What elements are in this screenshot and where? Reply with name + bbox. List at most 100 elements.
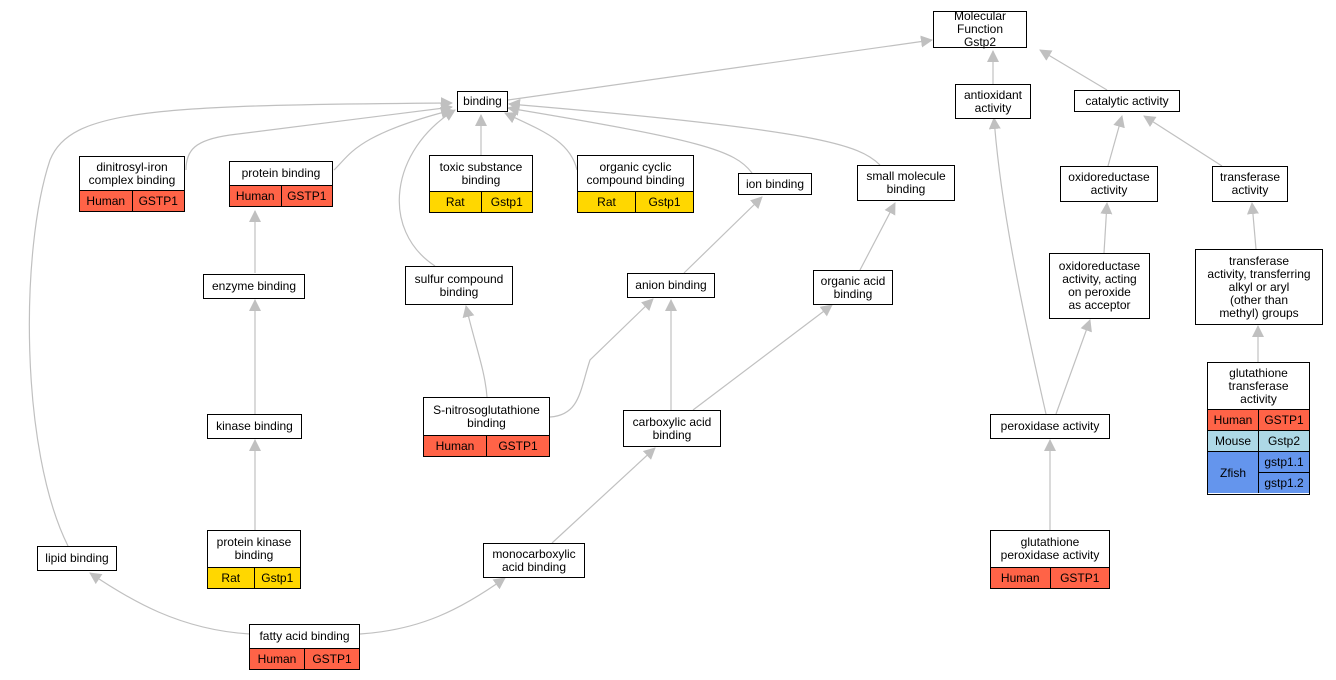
gene-table: Human GSTP1 <box>230 185 332 206</box>
edge-fatty-monocarboxylic <box>359 577 506 635</box>
node-label: transferase activity <box>1219 170 1281 197</box>
gene-cell[interactable]: GSTP1 <box>1049 567 1109 588</box>
node-label: glutathione transferase activity <box>1228 365 1289 406</box>
edge-peroxidase-antioxidant <box>988 117 1047 415</box>
edge-ion-binding <box>507 103 753 174</box>
node-label: carboxylic acid binding <box>632 414 712 442</box>
gene-table: Human GSTP1 <box>991 567 1109 588</box>
gene-cell[interactable]: Gstp1 <box>480 191 532 212</box>
node-label: ion binding <box>745 176 805 191</box>
node-oxidoreductase-activity[interactable]: oxidoreductase activity <box>1060 166 1158 202</box>
edge-peroxidase-oxido-peroxide <box>1055 319 1092 415</box>
node-label: anion binding <box>635 278 707 292</box>
edge-lipid-binding <box>28 97 453 547</box>
gene-cell[interactable]: GSTP1 <box>486 435 549 456</box>
node-toxic-substance-binding[interactable]: toxic substance binding Rat Gstp1 <box>429 155 533 213</box>
node-label: protein binding <box>241 166 321 180</box>
node-label: transferase activity, transferring alkyl… <box>1207 253 1311 320</box>
gene-table: Rat Gstp1 <box>578 191 693 212</box>
edge-anion-ion <box>683 196 763 274</box>
node-sulfur-compound-binding[interactable]: sulfur compound binding <box>405 266 513 305</box>
node-lipid-binding[interactable]: lipid binding <box>37 546 117 571</box>
edge-dinitrosyl-binding <box>185 102 453 171</box>
node-label: kinase binding <box>216 419 293 433</box>
node-label: catalytic activity <box>1085 93 1169 108</box>
edge-fatty-lipid <box>89 572 251 635</box>
edge-protein-binding-binding <box>333 106 453 171</box>
node-label: protein kinase binding <box>216 535 292 562</box>
gene-table: Rat Gstp1 <box>208 567 300 588</box>
node-label: oxidoreductase activity <box>1068 170 1150 197</box>
edge-organic-acid-small-molecule <box>859 202 896 271</box>
node-transferase-aryl[interactable]: transferase activity, transferring alkyl… <box>1195 249 1323 325</box>
gene-cell[interactable]: GSTP1 <box>280 185 332 206</box>
node-label: dinitrosyl-iron complex binding <box>88 159 176 187</box>
node-protein-binding[interactable]: protein binding Human GSTP1 <box>229 161 333 207</box>
node-oxidoreductase-peroxide[interactable]: oxidoreductase activity, acting on perox… <box>1049 253 1150 319</box>
species-cell: Human <box>424 435 487 456</box>
node-carboxylic-acid-binding[interactable]: carboxylic acid binding <box>623 410 721 447</box>
species-cell: Zfish <box>1208 451 1259 493</box>
edge-transferase-catalytic <box>1143 115 1223 167</box>
node-glutathione-peroxidase-activity[interactable]: glutathione peroxidase activity Human GS… <box>990 530 1110 589</box>
node-s-nitrosoglutathione-binding[interactable]: S-nitrosoglutathione binding Human GSTP1 <box>423 397 550 457</box>
gene-table: Human GSTP1 <box>250 648 359 669</box>
node-catalytic-activity[interactable]: catalytic activity <box>1074 90 1180 112</box>
node-ion-binding[interactable]: ion binding <box>738 173 812 195</box>
node-label: antioxidant activity <box>963 87 1023 115</box>
node-label: S-nitrosoglutathione binding <box>433 402 540 430</box>
node-label: enzyme binding <box>211 279 297 293</box>
edge-sulfur-binding <box>398 109 456 267</box>
node-label: oxidoreductase activity, acting on perox… <box>1058 259 1141 312</box>
node-label: sulfur compound binding <box>414 271 504 299</box>
node-label: glutathione peroxidase activity <box>1000 535 1100 562</box>
gene-cell[interactable]: GSTP1 <box>1258 409 1309 431</box>
node-label: organic cyclic compound binding <box>586 159 685 187</box>
species-cell: Rat <box>430 191 481 212</box>
gene-cell[interactable]: gstp1.2 <box>1258 472 1309 493</box>
node-anion-binding[interactable]: anion binding <box>627 273 715 298</box>
node-small-molecule-binding[interactable]: small molecule binding <box>857 165 955 201</box>
edge-transferase-aryl-transferase <box>1246 202 1259 250</box>
node-label: fatty acid binding <box>259 629 350 643</box>
edge-carboxylic-organic-acid <box>692 304 833 411</box>
node-label: lipid binding <box>45 551 109 565</box>
gene-cell[interactable]: Gstp1 <box>635 191 693 212</box>
species-cell: Rat <box>578 191 636 212</box>
edge-organic-cyclic-binding <box>504 112 578 171</box>
gene-table: Rat Gstp1 <box>430 191 532 212</box>
edge-oxidoreductase-catalytic <box>1107 115 1125 167</box>
node-kinase-binding[interactable]: kinase binding <box>207 414 302 439</box>
node-label: small molecule binding <box>866 169 946 196</box>
node-peroxidase-activity[interactable]: peroxidase activity <box>990 414 1110 439</box>
node-antioxidant-activity[interactable]: antioxidant activity <box>955 84 1031 119</box>
node-monocarboxylic-acid-binding[interactable]: monocarboxylic acid binding <box>483 543 585 578</box>
node-protein-kinase-binding[interactable]: protein kinase binding Rat Gstp1 <box>207 530 301 589</box>
species-cell: Human <box>991 567 1050 588</box>
edge-binding-mf <box>507 35 933 101</box>
node-label: peroxidase activity <box>1000 419 1100 433</box>
species-cell: Human <box>80 190 132 211</box>
node-glutathione-transferase-activity[interactable]: glutathione transferase activity Human G… <box>1207 362 1310 495</box>
node-label: organic acid binding <box>820 273 886 301</box>
gene-cell[interactable]: Gstp1 <box>253 567 300 588</box>
node-dinitrosyl-iron-binding[interactable]: dinitrosyl-iron complex binding Human GS… <box>79 156 185 212</box>
gene-cell[interactable]: Gstp2 <box>1258 430 1309 452</box>
node-binding[interactable]: binding <box>457 91 508 112</box>
node-organic-acid-binding[interactable]: organic acid binding <box>813 270 893 305</box>
species-cell: Human <box>230 185 281 206</box>
species-cell: Human <box>250 648 305 669</box>
species-cell: Rat <box>208 567 254 588</box>
node-organic-cyclic-compound-binding[interactable]: organic cyclic compound binding Rat Gstp… <box>577 155 694 213</box>
node-transferase-activity[interactable]: transferase activity <box>1212 166 1288 202</box>
gene-table: Human GSTP1 Mouse Gstp2 Zfish gstp1.1 gs… <box>1208 409 1309 493</box>
gene-cell[interactable]: GSTP1 <box>304 648 359 669</box>
node-fatty-acid-binding[interactable]: fatty acid binding Human GSTP1 <box>249 624 360 670</box>
gene-table: Human GSTP1 <box>424 435 549 456</box>
node-molecular-function[interactable]: Molecular Function Gstp2 <box>933 10 1027 49</box>
edge-small-molecule-binding <box>508 98 881 166</box>
gene-cell[interactable]: GSTP1 <box>131 190 184 211</box>
gene-cell[interactable]: gstp1.1 <box>1258 451 1309 473</box>
node-enzyme-binding[interactable]: enzyme binding <box>203 274 305 299</box>
